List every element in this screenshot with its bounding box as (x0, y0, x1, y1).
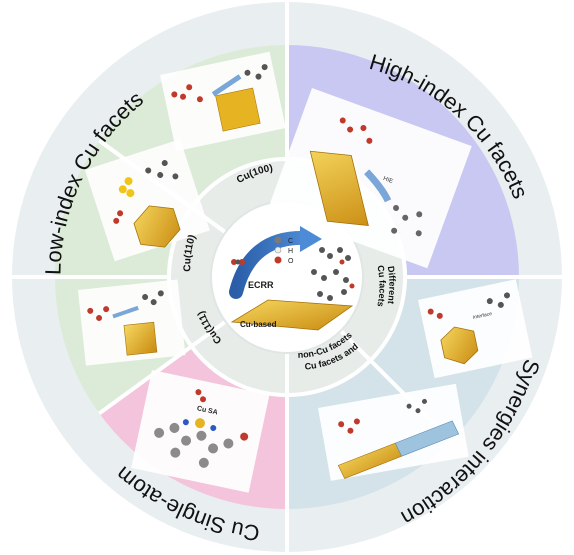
single-atom-illustration: Cu SA (131, 370, 270, 493)
cu100-illustration (160, 51, 286, 152)
hie-label: HIE (382, 176, 393, 185)
ecrr-center-illustration (229, 226, 355, 331)
interface-label: Interface (472, 311, 492, 321)
different-facets-line2: Cu facets (375, 264, 387, 307)
cu110-illustration (85, 139, 210, 262)
cu-sa-label: Cu SA (196, 405, 218, 416)
high-index-illustration: HIE (267, 88, 472, 269)
cu-based-label: Cu-based (240, 320, 277, 329)
synergy-interface-illustration: Interface (418, 279, 533, 379)
inner-divider (339, 329, 372, 362)
panel-divider (98, 344, 193, 415)
legend-h: H (288, 248, 293, 255)
inner-divider (190, 320, 227, 348)
legend-o: O (288, 258, 294, 265)
different-facets-line1: Different (386, 265, 398, 304)
synergy-heterostructure-illustration (318, 383, 469, 481)
ecrr-label: ECRR (248, 280, 274, 290)
legend-c: C (288, 238, 293, 245)
cu111-illustration (78, 279, 186, 366)
